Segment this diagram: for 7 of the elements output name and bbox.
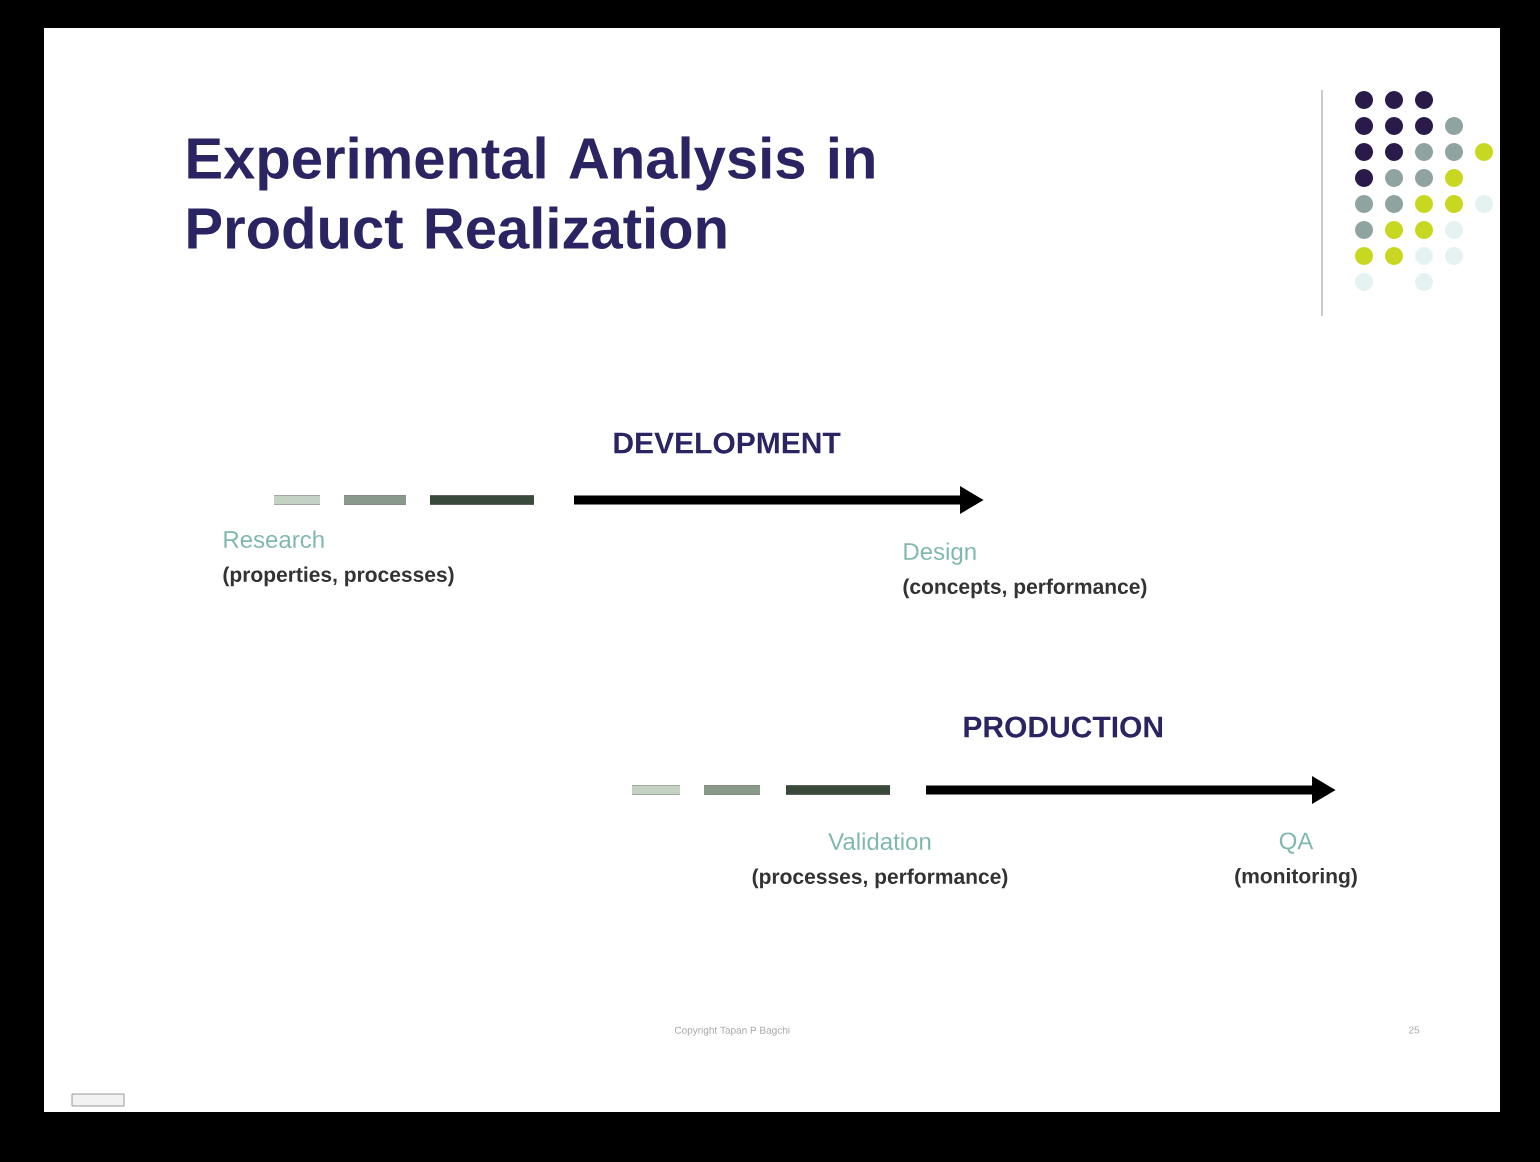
stage-label: Design (concepts, performance): [903, 542, 1147, 599]
edge-label: DEVELOPMENT: [614, 432, 841, 454]
stage-label: QA (monitoring): [1235, 832, 1357, 888]
edge-label: PRODUCTION: [964, 716, 1163, 738]
slide-title: Experimental Analysis in Product Realization: [188, 136, 874, 249]
stage-label: Research (properties, processes): [223, 530, 454, 587]
stage-label: Validation (processes, performance): [752, 832, 1008, 889]
